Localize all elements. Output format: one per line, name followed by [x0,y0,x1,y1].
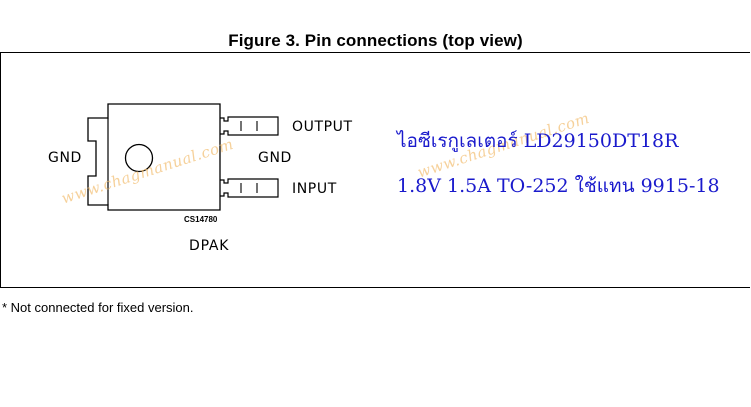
mounting-hole [124,143,154,173]
overlay-text-line-1: ไอซีเรกูเลเตอร์ LD29150DT18R [397,130,679,152]
pin-label-gnd-tab: GND [48,150,82,166]
package-code: CS14780 [184,215,218,224]
package-name: DPAK [189,238,230,254]
input-lead [220,178,279,198]
pin-label-input: INPUT [292,181,337,197]
footnote: * Not connected for fixed version. [2,300,194,315]
overlay-text-line-2: 1.8V 1.5A TO-252 ใช้แทน 9915-18 [397,175,720,197]
figure-title: Figure 3. Pin connections (top view) [228,31,523,50]
package-body-outline [87,103,221,211]
pin-label-gnd-middle: GND [258,150,292,166]
output-lead [220,116,279,136]
figure-frame [0,52,750,288]
pin-label-output: OUTPUT [292,119,353,135]
